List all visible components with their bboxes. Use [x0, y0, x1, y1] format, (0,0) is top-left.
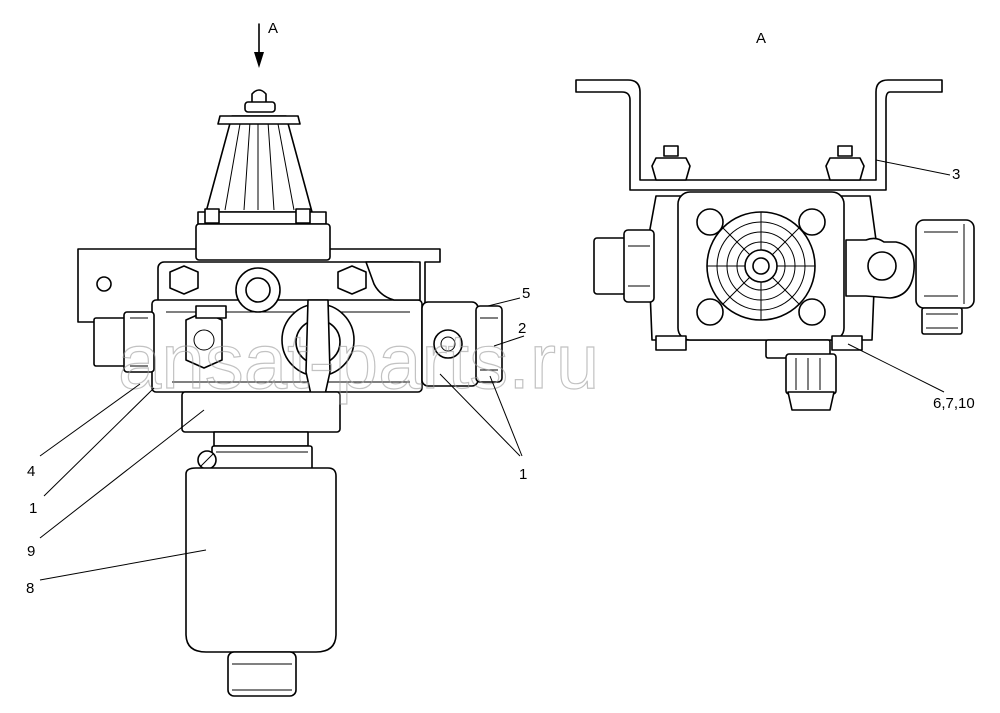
filter-housing [181, 391, 341, 697]
view-arrow-label: A [268, 20, 278, 37]
callouts: 5 2 1 4 1 9 8 3 6,7,10 [26, 166, 975, 597]
leader-lines [39, 159, 951, 581]
callout-5: 5 [522, 285, 530, 302]
callout-4: 4 [27, 463, 35, 480]
valve-body [151, 261, 423, 409]
view-arrow: A [254, 20, 278, 68]
view-a-label: A [756, 30, 766, 47]
view-a-grille [696, 208, 826, 326]
side-view: A [77, 20, 503, 697]
view-a-nuts [651, 145, 865, 181]
right-connector [421, 301, 503, 387]
callout-3: 3 [952, 166, 960, 183]
regulator-cap [195, 89, 331, 261]
callout-1-left: 1 [29, 500, 37, 517]
callout-9: 9 [27, 543, 35, 560]
view-a-left-fitting [593, 229, 655, 303]
callout-8: 8 [26, 580, 34, 597]
callout-1-right: 1 [519, 466, 527, 483]
view-a: A [575, 30, 975, 411]
callout-2: 2 [518, 320, 526, 337]
view-a-right-fitting [845, 219, 975, 335]
bracket-hole [96, 276, 112, 292]
view-a-bracket [575, 79, 943, 191]
left-connector [93, 311, 155, 373]
watermark: ansat-parts.ru [118, 317, 599, 405]
callout-6-7-10: 6,7,10 [933, 395, 975, 412]
view-a-bottom-outlet [655, 335, 863, 411]
